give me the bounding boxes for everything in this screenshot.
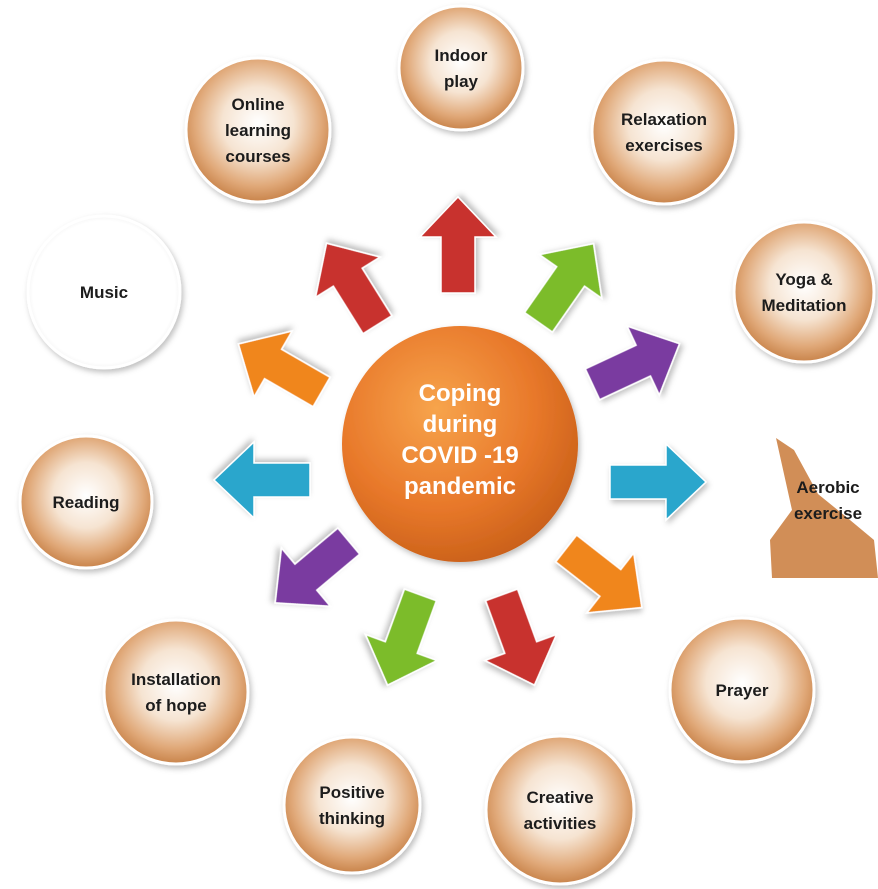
node-relaxation-exercises: Relaxation exercises xyxy=(590,58,738,206)
arrow-reading xyxy=(212,440,311,520)
arrow-prayer xyxy=(554,533,643,614)
center-line-3: COVID -19 xyxy=(401,442,518,469)
node-indoor-play: Indoor play xyxy=(397,4,525,132)
arrow-music-shape xyxy=(237,329,332,408)
node-music: Music xyxy=(26,214,182,370)
node-creative-activities: Creative activities xyxy=(484,734,636,886)
arrow-creative xyxy=(483,588,558,687)
arrow-aerobic xyxy=(609,442,708,522)
center-line-1: Coping xyxy=(419,380,502,407)
node-indoor-play-circle xyxy=(397,4,525,132)
node-installation-of-hope-label-line: Installation xyxy=(131,670,221,689)
node-aerobic-exercise-silhouette xyxy=(770,438,878,578)
node-reading: Reading xyxy=(18,434,154,570)
arrow-positive-shape xyxy=(364,588,439,687)
node-creative-activities-label-line: Creative xyxy=(526,788,593,807)
node-online-learning-courses-circle xyxy=(184,56,332,204)
node-music-label-line: Music xyxy=(80,283,128,302)
node-creative-activities-circle xyxy=(484,734,636,886)
node-positive-thinking: Positive thinking xyxy=(282,735,422,875)
arrow-prayer-shape xyxy=(554,533,643,614)
node-online-learning-courses-label-line: learning xyxy=(225,121,291,140)
node-aerobic-exercise-label-line: Aerobic xyxy=(796,478,859,497)
node-positive-thinking-label-line: Positive xyxy=(319,783,384,802)
node-relaxation-exercises-circle xyxy=(590,58,738,206)
arrow-relaxation-shape xyxy=(523,242,603,334)
node-creative-activities-label-line: activities xyxy=(524,814,597,833)
node-installation-of-hope-circle xyxy=(102,618,250,766)
node-yoga-meditation-label-line: Yoga & xyxy=(775,270,832,289)
arrow-indoor-play-shape xyxy=(418,195,498,294)
node-prayer-label-line: Prayer xyxy=(716,681,769,700)
node-reading-label-line: Reading xyxy=(52,493,119,512)
node-indoor-play-label-line: Indoor xyxy=(435,46,488,65)
node-installation-of-hope-label-line: of hope xyxy=(145,696,206,715)
arrow-hope xyxy=(274,527,361,608)
node-reading-circle xyxy=(18,434,154,570)
arrow-hope-shape xyxy=(274,527,361,608)
arrow-creative-shape xyxy=(483,588,558,687)
node-positive-thinking-label-line: thinking xyxy=(319,809,385,828)
arrow-indoor-play xyxy=(418,195,498,294)
node-installation-of-hope: Installation of hope xyxy=(102,618,250,766)
center-circle: Coping during COVID -19 pandemic xyxy=(342,326,578,562)
node-online-learning-courses-label-line: courses xyxy=(225,147,290,166)
node-relaxation-exercises-label-line: exercises xyxy=(625,136,703,155)
arrows-layer xyxy=(212,195,708,687)
node-aerobic-exercise-label-line: exercise xyxy=(794,504,862,523)
arrow-reading-shape xyxy=(212,440,311,520)
node-relaxation-exercises-label-line: Relaxation xyxy=(621,110,707,129)
arrow-relaxation xyxy=(523,242,603,334)
node-online-learning-courses-label-line: Online xyxy=(232,95,285,114)
node-yoga-meditation-label-line: Meditation xyxy=(762,296,847,315)
node-online-learning-courses: Online learning courses xyxy=(184,56,332,204)
arrow-yoga-shape xyxy=(584,324,681,401)
node-music-circle xyxy=(26,214,182,370)
arrow-positive xyxy=(364,588,439,687)
node-aerobic-exercise: Aerobic exercise xyxy=(770,438,878,578)
node-yoga-meditation: Yoga & Meditation xyxy=(732,220,876,364)
arrow-yoga xyxy=(584,324,681,401)
arrow-aerobic-shape xyxy=(609,442,708,522)
node-prayer-circle xyxy=(668,616,816,764)
arrow-online xyxy=(314,242,393,335)
node-yoga-meditation-circle xyxy=(732,220,876,364)
node-indoor-play-label-line: play xyxy=(444,72,479,91)
center-line-4: pandemic xyxy=(404,473,516,500)
arrow-online-shape xyxy=(314,242,393,335)
arrow-music xyxy=(237,329,332,408)
node-prayer: Prayer xyxy=(668,616,816,764)
node-positive-thinking-circle xyxy=(282,735,422,875)
center-line-2: during xyxy=(423,411,498,438)
